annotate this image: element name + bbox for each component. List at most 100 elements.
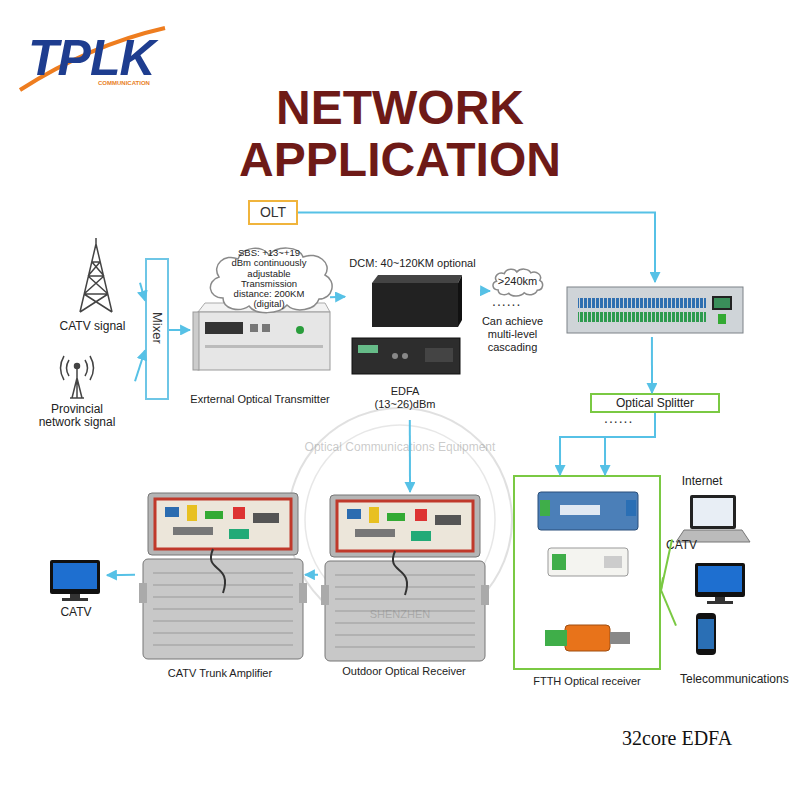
ftth-device-images bbox=[545, 630, 567, 646]
edfa-rack-device bbox=[714, 298, 730, 308]
transmitter-device bbox=[250, 324, 258, 332]
ftth-device-images bbox=[604, 556, 622, 568]
connector-arrow bbox=[661, 590, 676, 626]
ftth-device-images bbox=[552, 554, 566, 570]
olt-box: OLT bbox=[248, 200, 298, 225]
transmitter-device bbox=[205, 345, 323, 348]
connector-arrow bbox=[480, 290, 490, 292]
connector-arrow bbox=[298, 213, 655, 283]
outdoor-receiver-housing bbox=[321, 495, 489, 661]
laptop-icon bbox=[676, 495, 750, 542]
node-label: OLT bbox=[250, 206, 296, 219]
node-label: CATV bbox=[666, 539, 726, 552]
broadcast-antenna: Provincial network signal bbox=[20, 355, 135, 430]
trunk-amplifier: CATV Trunk Amplifier bbox=[135, 487, 305, 682]
dcm-device bbox=[372, 283, 458, 327]
product-caption: 32core EDFA bbox=[622, 727, 732, 750]
node-label: CATV Trunk Amplifier bbox=[135, 667, 305, 680]
smartphone: Telecommunications bbox=[676, 610, 786, 688]
edfa-device bbox=[392, 353, 398, 359]
radio-antenna-icon bbox=[75, 364, 80, 369]
connector-arrow bbox=[661, 577, 663, 590]
node-label: >240km bbox=[490, 275, 545, 288]
connector-arrow bbox=[330, 296, 345, 299]
node-label: CATV signal bbox=[45, 320, 140, 333]
node-label: SBS: +13~+19 dBm continuously adjustable… bbox=[230, 248, 308, 310]
connector-arrow bbox=[305, 574, 318, 576]
ftth-device-images bbox=[548, 548, 628, 576]
logo-swoosh bbox=[20, 28, 165, 90]
smartphone-icon bbox=[696, 613, 716, 655]
edfa-rack-device bbox=[567, 287, 743, 333]
laptop-icon bbox=[693, 498, 733, 526]
television: CATV bbox=[45, 555, 107, 620]
edfa-rack-device bbox=[712, 296, 732, 310]
node-label: Outdoor Optical Receiver bbox=[318, 665, 490, 678]
television-icon bbox=[50, 560, 100, 601]
logo-text: TPLK bbox=[28, 33, 155, 83]
note-text: Can achieve multi-level cascading bbox=[470, 315, 555, 354]
watermark-text: Optical Communications Equipment bbox=[290, 440, 510, 454]
transmitter-device bbox=[205, 322, 243, 334]
ftth-group: FTTH Optical receiver bbox=[513, 475, 661, 670]
smartphone-icon bbox=[696, 613, 716, 655]
radio-antenna-icon bbox=[61, 356, 94, 398]
edfa-device bbox=[352, 338, 460, 374]
edfa-rack-device bbox=[718, 314, 726, 324]
dcm-module: DCM: 40~120KM optional bbox=[345, 256, 480, 330]
watermark-text: SHENZHEN bbox=[355, 608, 445, 620]
connector-arrow bbox=[651, 337, 653, 393]
ftth-device-images bbox=[610, 632, 630, 644]
television: CATV bbox=[663, 537, 751, 599]
edfa-rack-device bbox=[578, 312, 706, 322]
node-label: CATV bbox=[45, 606, 107, 619]
antenna-tower: CATV signal bbox=[45, 240, 140, 335]
edfa-rack-device bbox=[567, 287, 743, 333]
radio-antenna-icon bbox=[61, 356, 94, 380]
optical-receiver: Outdoor Optical Receiver bbox=[318, 492, 490, 680]
ftth-device-images bbox=[538, 492, 638, 651]
node-label: Exrternal Optical Transmitter bbox=[180, 393, 340, 406]
dcm-device bbox=[372, 275, 462, 283]
trunk-amplifier-housing bbox=[139, 493, 307, 659]
connector-arrow bbox=[169, 329, 190, 331]
ftth-device-images bbox=[565, 625, 610, 651]
node-label: Mixer bbox=[149, 312, 165, 344]
smartphone-icon bbox=[698, 619, 714, 649]
ftth-device-images bbox=[538, 492, 638, 530]
dcm-device bbox=[372, 275, 462, 327]
laptop-icon bbox=[690, 495, 736, 529]
node-label: FTTH Optical receiver bbox=[513, 675, 661, 688]
dcm-device bbox=[458, 275, 462, 327]
callout-cloud: SBS: +13~+19 dBm continuously adjustable… bbox=[203, 243, 338, 315]
edfa-device bbox=[425, 348, 453, 362]
edfa-device bbox=[358, 345, 378, 353]
cloud-outline bbox=[210, 248, 332, 313]
ellipsis: ...... bbox=[492, 293, 521, 309]
ellipsis: ...... bbox=[604, 410, 633, 426]
edfa-rack bbox=[565, 282, 745, 337]
ftth-device-images bbox=[560, 505, 600, 515]
connector-arrow bbox=[107, 574, 135, 576]
transmitter-device bbox=[296, 326, 304, 334]
transmitter-device bbox=[193, 312, 199, 370]
node-label: EDFA (13~26)dBm bbox=[370, 385, 440, 411]
logo-subtitle: COMMUNICATION bbox=[98, 80, 150, 86]
edfa-unit: EDFA (13~26)dBm bbox=[345, 330, 465, 420]
broadcast-tower-icon bbox=[80, 238, 112, 312]
laptop: Internet bbox=[672, 472, 752, 547]
connector-arrow bbox=[409, 420, 411, 492]
ftth-device-images bbox=[626, 500, 636, 516]
broadcast-tower-icon bbox=[80, 238, 112, 312]
edfa-device bbox=[352, 338, 460, 374]
diagram-title: NETWORK APPLICATION bbox=[150, 82, 650, 186]
edfa-device bbox=[402, 353, 408, 359]
transmitter-device bbox=[198, 312, 330, 370]
node-label: Provincial network signal bbox=[32, 403, 122, 429]
node-label: Optical Splitter bbox=[592, 397, 718, 410]
ftth-device-images bbox=[540, 500, 550, 516]
node-label: Telecommunications bbox=[680, 673, 786, 686]
connector-arrow bbox=[135, 350, 145, 381]
edfa-rack-device bbox=[578, 298, 706, 308]
